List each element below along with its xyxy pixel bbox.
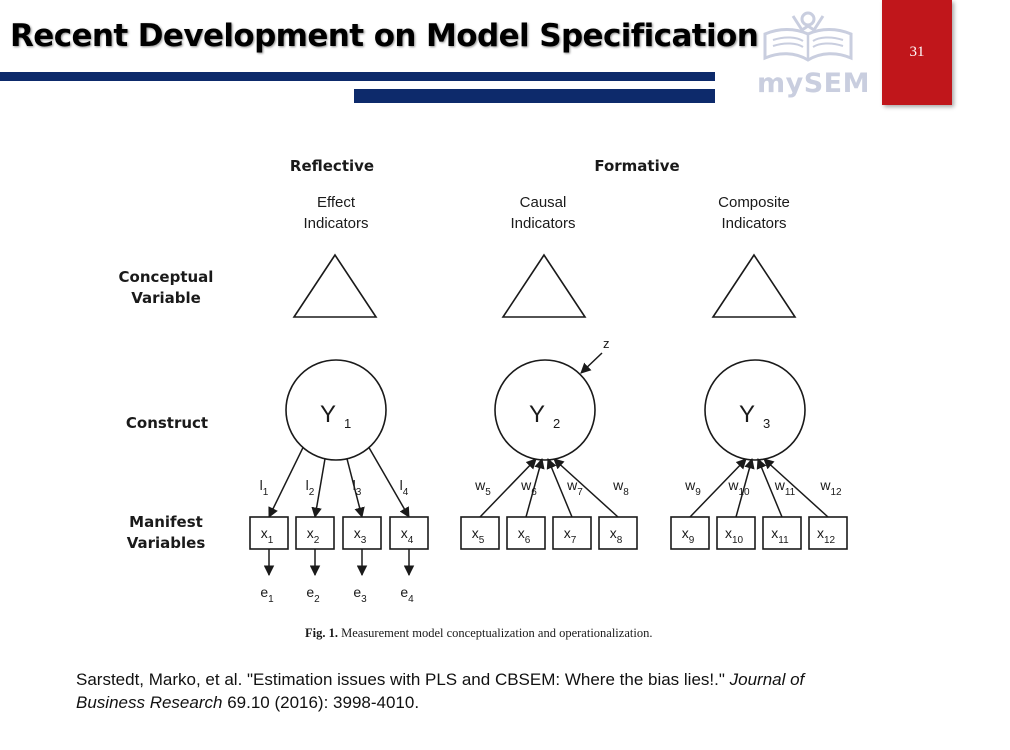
causal-indicators-line2: Indicators	[510, 215, 575, 232]
disturbance-arrow	[580, 352, 603, 374]
book-reader-icon	[763, 11, 853, 62]
construct-label-y2: Y	[529, 401, 545, 428]
indicator-box	[808, 516, 848, 550]
logo-wordmark: mySEM	[757, 68, 870, 99]
weight-arrow	[553, 458, 619, 518]
loading-arrow	[368, 447, 410, 518]
indicator-box	[460, 516, 500, 550]
path-label: w6	[520, 477, 537, 498]
construct-sub-y2: 2	[553, 416, 560, 431]
conceptual-triangle-reflective	[292, 253, 378, 318]
path-label: l1	[260, 477, 269, 498]
error-label: e4	[400, 584, 414, 605]
construct-label-y3: Y	[739, 401, 755, 428]
row-label-variable: Variable	[131, 289, 201, 307]
construct-sub-y3: 3	[763, 416, 770, 431]
title-rule-top	[0, 72, 715, 81]
loading-arrow	[268, 447, 304, 518]
page-number-box: 31	[882, 0, 952, 105]
measurement-model-diagram: Reflective Formative Effect Indicators C…	[119, 157, 848, 640]
error-label: e2	[306, 584, 320, 605]
error-terms: e1 e2 e3 e4	[260, 549, 415, 605]
effect-indicators-line2: Indicators	[303, 215, 368, 232]
path-label: w8	[612, 477, 629, 498]
weight-arrow	[689, 458, 747, 518]
disturbance-z-label: z	[603, 336, 610, 351]
figure-caption-label: Fig. 1.	[305, 626, 338, 640]
indicator-box	[295, 516, 335, 550]
weight-arrow	[479, 458, 537, 518]
conceptual-triangle-composite	[711, 253, 797, 318]
path-label: l3	[353, 477, 362, 498]
path-label: w12	[819, 477, 842, 498]
weight-arrow	[525, 457, 545, 518]
path-label: l4	[400, 477, 409, 498]
reflective-header: Reflective	[290, 157, 374, 175]
indicator-box	[249, 516, 289, 550]
composite-indicators-line2: Indicators	[721, 215, 786, 232]
indicator-box	[716, 516, 756, 550]
construct-circle-y3	[704, 359, 806, 461]
path-label: w11	[774, 477, 796, 498]
mysem-logo: mySEM	[755, 8, 870, 100]
path-label: w5	[474, 477, 491, 498]
path-label: w7	[566, 477, 583, 498]
path-label: l2	[306, 477, 315, 498]
citation-authors-title: Sarstedt, Marko, et al. "Estimation issu…	[76, 670, 730, 689]
construct-label-y1: Y	[320, 401, 336, 428]
indicator-box	[552, 516, 592, 550]
row-label-conceptual: Conceptual	[119, 268, 214, 286]
title-rule-bottom	[354, 89, 715, 103]
indicator-box	[506, 516, 546, 550]
composite-indicators-line1: Composite	[718, 194, 790, 211]
row-label-variables: Variables	[127, 534, 206, 552]
loading-arrow	[311, 458, 326, 519]
citation-details: 69.10 (2016): 3998-4010.	[222, 693, 420, 712]
citation: Sarstedt, Marko, et al. "Estimation issu…	[76, 668, 836, 714]
loading-arrow	[346, 458, 365, 519]
figure-caption: Fig. 1. Measurement model conceptualizat…	[305, 626, 652, 640]
row-label-construct: Construct	[126, 414, 208, 432]
figure-caption-text: Measurement model conceptualization and …	[338, 626, 652, 640]
weight-arrow	[763, 458, 829, 518]
weight-arrow	[546, 458, 573, 518]
error-label: e1	[260, 584, 274, 605]
construct-circle-y1	[285, 359, 387, 461]
conceptual-triangle-causal	[501, 253, 587, 318]
indicator-box	[762, 516, 802, 550]
row-label-manifest: Manifest	[129, 513, 203, 531]
page-number: 31	[909, 44, 925, 60]
causal-indicators-line1: Causal	[520, 194, 567, 211]
measurement-model-figure: Reflective Formative Effect Indicators C…	[110, 145, 870, 660]
citation-journal: Journal of Business Research	[76, 670, 805, 712]
path-label: w9	[684, 477, 701, 498]
weight-arrow	[735, 457, 755, 518]
effect-indicators-line1: Effect	[317, 194, 356, 211]
weight-arrow	[756, 458, 783, 518]
error-label: e3	[353, 584, 367, 605]
path-arrows	[268, 447, 829, 519]
indicator-box	[670, 516, 710, 550]
indicator-box	[598, 516, 638, 550]
construct-circle-y2	[494, 359, 596, 461]
construct-sub-y1: 1	[344, 416, 351, 431]
indicator-box	[389, 516, 429, 550]
formative-header: Formative	[594, 157, 679, 175]
slide-title: Recent Development on Model Specificatio…	[10, 18, 759, 54]
